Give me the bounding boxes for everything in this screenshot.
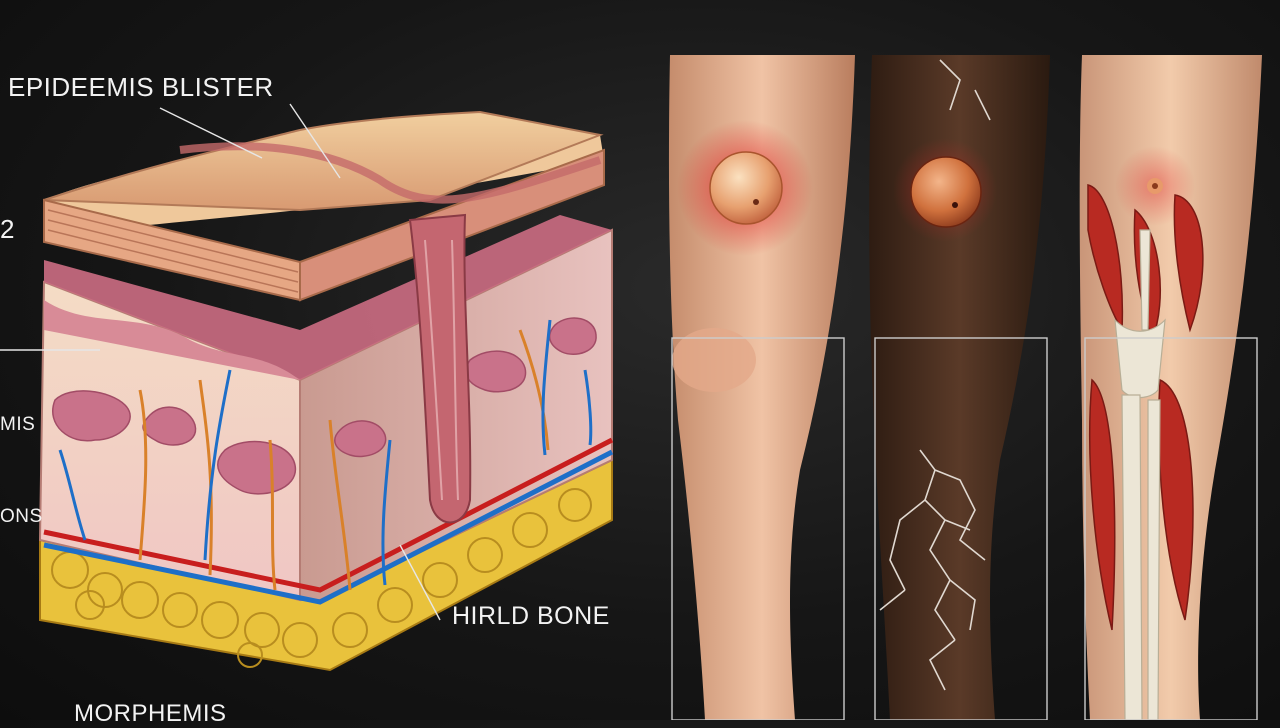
leg-ulcer: [869, 55, 1050, 720]
follicle: [408, 213, 472, 524]
side-label-2: MIS: [0, 414, 36, 435]
skin-cross-section: [38, 110, 614, 672]
artery: [43, 437, 614, 593]
bottom-label: MORPHEMIS: [74, 700, 227, 727]
leg-blister: [668, 55, 855, 720]
bone-label: HIRLD BONE: [452, 602, 610, 630]
cracks: [879, 59, 991, 691]
leader-lines: [0, 103, 441, 621]
epidermis-blister-label: EPIDEEMIS BLISTER: [8, 72, 274, 102]
vein: [43, 449, 614, 605]
muscles: [1087, 184, 1204, 631]
side-label-1: 2: [0, 214, 15, 244]
leg-muscles: [1079, 55, 1262, 720]
side-label-3: ONS: [0, 506, 43, 527]
bones-tendons: [1114, 229, 1166, 720]
glands: [52, 317, 597, 495]
nerves: [58, 319, 593, 591]
fat-cells: [51, 488, 592, 668]
